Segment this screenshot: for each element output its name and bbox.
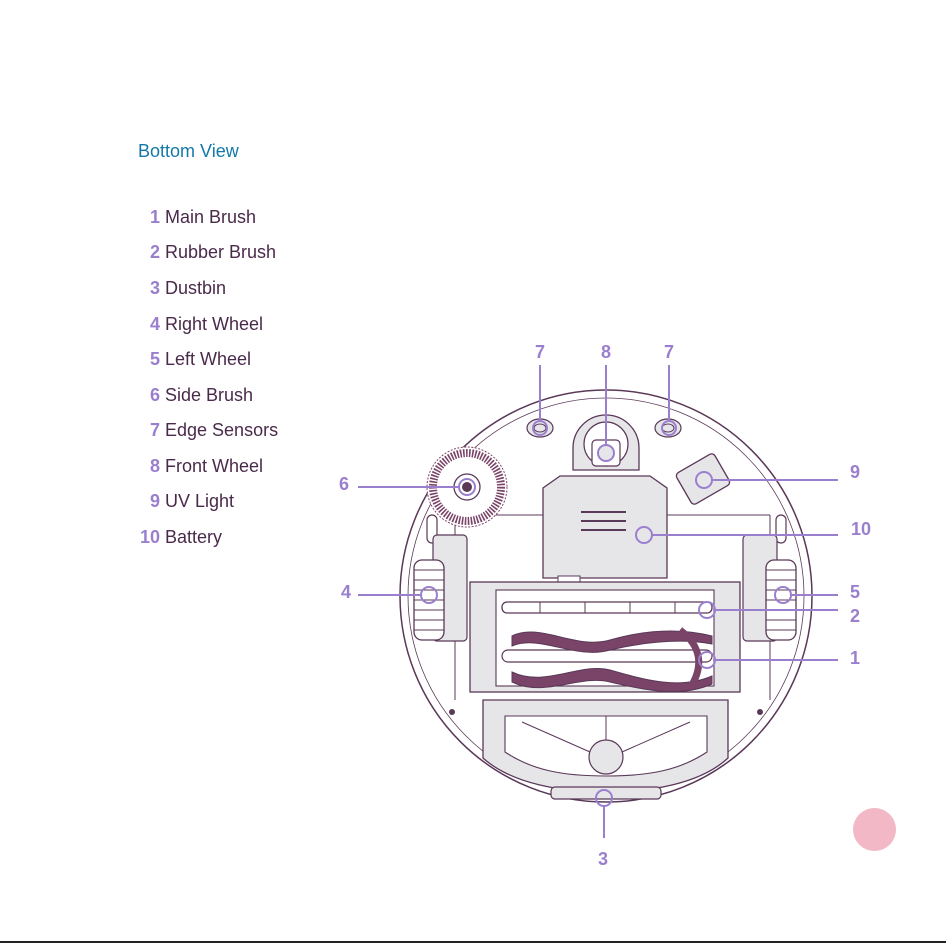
- rubber-brush: [502, 602, 712, 613]
- callout-number: 6: [339, 474, 349, 494]
- screw: [757, 709, 763, 715]
- callout-number: 2: [850, 606, 860, 626]
- screw: [449, 709, 455, 715]
- callout-number: 5: [850, 582, 860, 602]
- bottom-rule: [0, 941, 946, 943]
- page-badge: [853, 808, 896, 851]
- callout-number: 7: [664, 342, 674, 362]
- callout-number: 9: [850, 462, 860, 482]
- callout-number: 10: [851, 519, 871, 539]
- callout-number: 3: [598, 849, 608, 869]
- callout-number: 8: [601, 342, 611, 362]
- callout-number: 7: [535, 342, 545, 362]
- battery-cover: [543, 476, 667, 584]
- callout-number: 1: [850, 648, 860, 668]
- callout-number: 4: [341, 582, 351, 602]
